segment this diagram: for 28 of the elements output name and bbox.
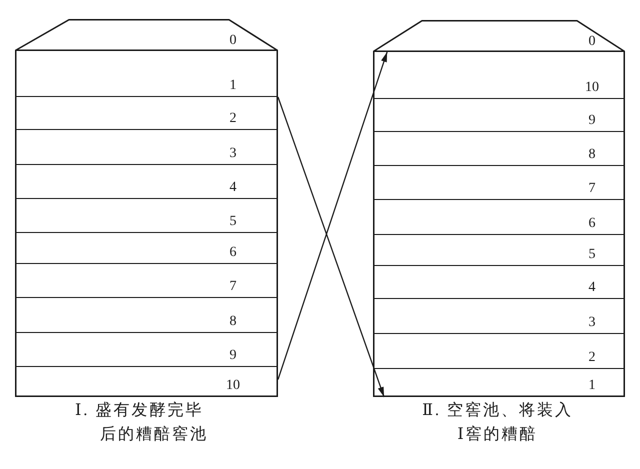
pit-cover <box>15 19 278 51</box>
layer-number: 4 <box>230 181 236 195</box>
layer-number: 5 <box>588 248 596 262</box>
layer-number: 1 <box>230 79 236 93</box>
layer-number: 8 <box>588 148 596 162</box>
layer-number: 3 <box>230 147 236 161</box>
pit-caption: Ⅱ. 空窖池、将装入Ⅰ窖的糟醅 <box>421 400 574 445</box>
layer-number: 8 <box>230 315 236 329</box>
layer-number: 9 <box>230 349 236 363</box>
layer-number: 0 <box>588 35 596 49</box>
layer-number: 7 <box>588 182 596 196</box>
arrow <box>277 52 388 380</box>
layer-number: 6 <box>230 246 236 260</box>
pit-cover <box>373 20 625 52</box>
layer-number: 2 <box>588 351 596 365</box>
layer-number: 10 <box>226 379 240 393</box>
layer-number: 7 <box>230 280 236 294</box>
layer-number: 0 <box>230 34 236 48</box>
layer-number: 2 <box>230 112 236 126</box>
layer-number: 4 <box>588 281 596 295</box>
arrow <box>277 96 385 398</box>
layer-number: 10 <box>585 81 599 95</box>
layer-number: 5 <box>230 215 236 229</box>
layer-number: 3 <box>588 316 596 330</box>
layer-number: 1 <box>588 379 596 393</box>
layer-number: 6 <box>588 217 596 231</box>
layer-number: 9 <box>588 114 596 128</box>
pit-caption: Ⅰ. 盛有发酵完毕后的糟醅窖池 <box>75 400 209 445</box>
